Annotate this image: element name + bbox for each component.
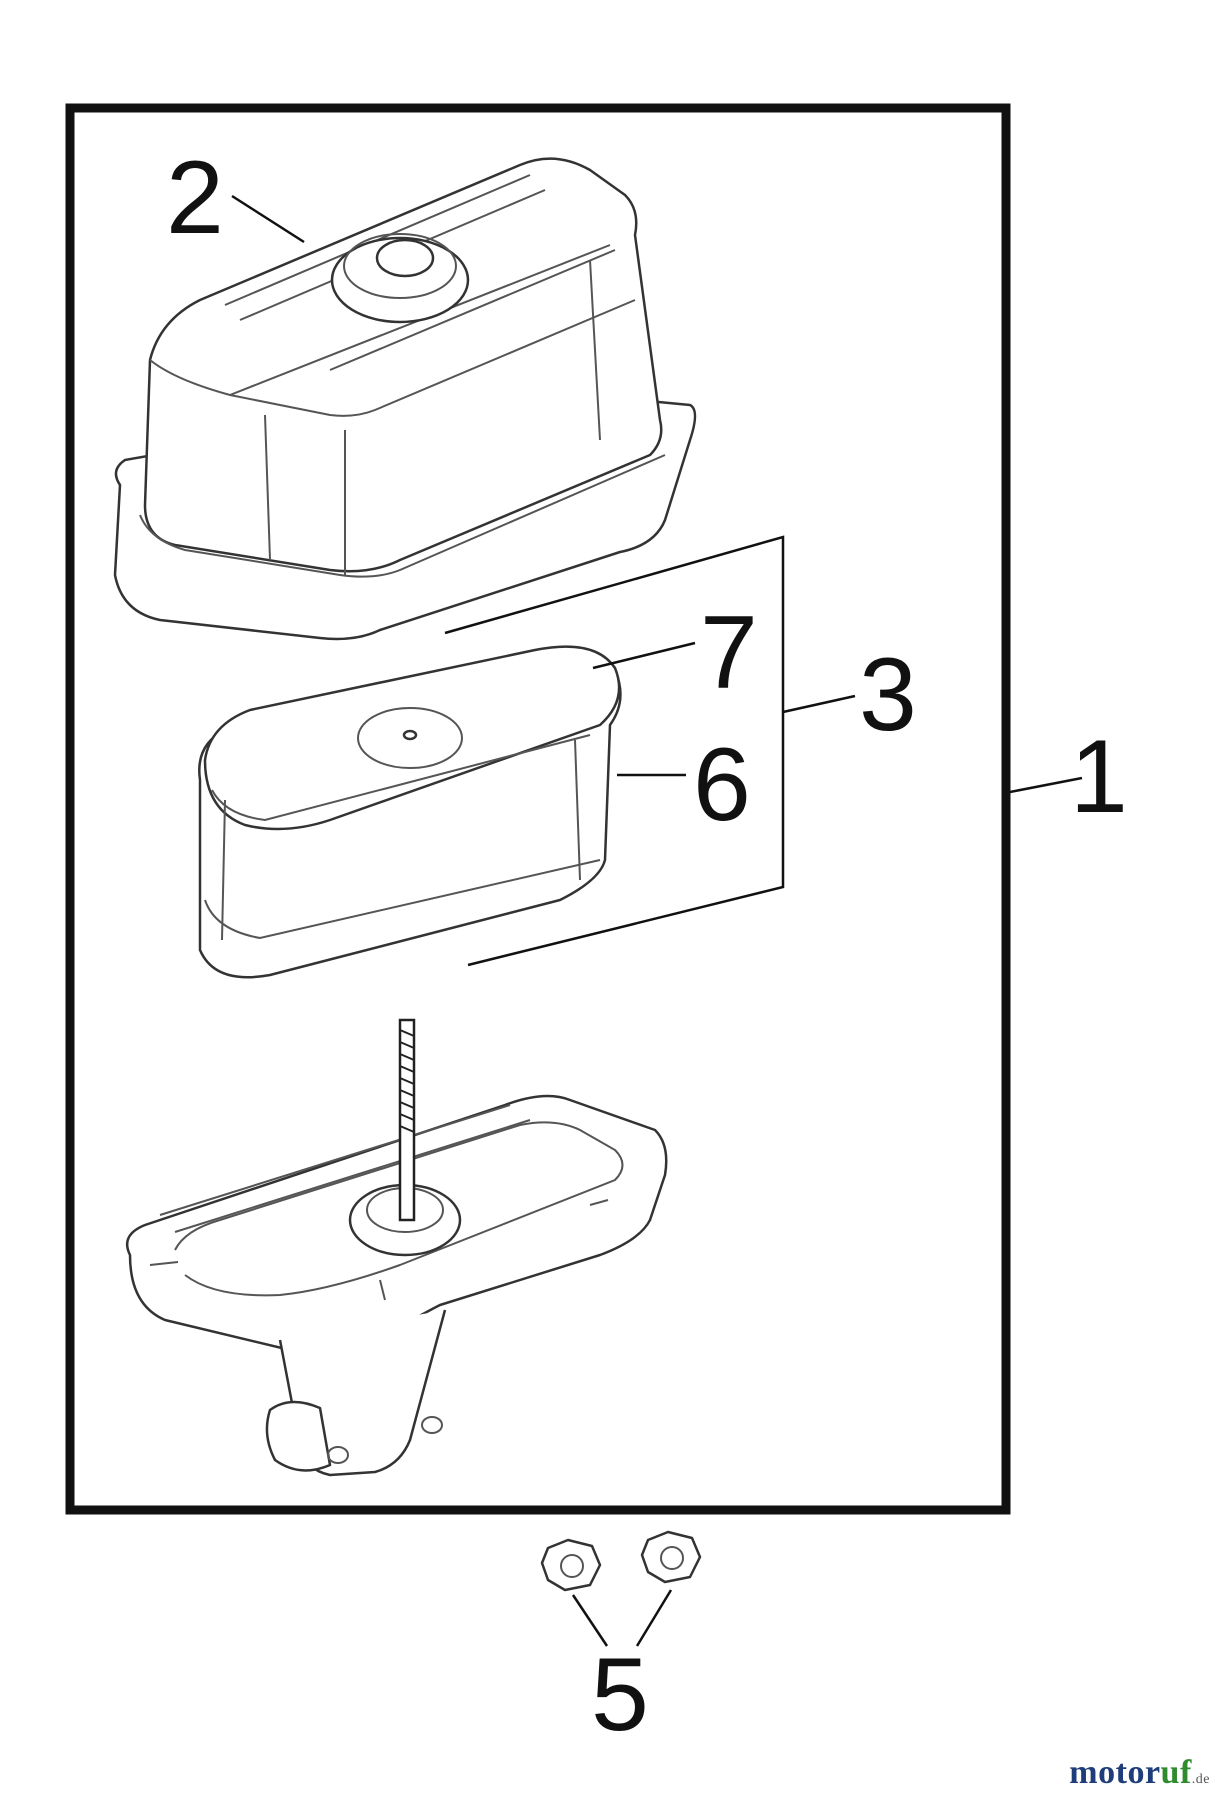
leader-nut-right	[635, 1589, 673, 1647]
assembly-frame	[65, 103, 1011, 1515]
callout-3: 3	[859, 637, 917, 753]
stud-bolt	[398, 1018, 416, 1222]
callout-6: 6	[693, 727, 751, 843]
watermark-logo: motoruf.de	[1069, 1754, 1210, 1792]
leader-assembly	[1009, 776, 1083, 794]
leader-filter-set	[782, 694, 856, 714]
air-filter-base	[125, 1094, 668, 1477]
callout-1: 1	[1070, 719, 1128, 835]
watermark-suffix: uf	[1160, 1754, 1192, 1791]
leader-nut-left	[571, 1594, 609, 1647]
watermark-main: motor	[1069, 1754, 1161, 1791]
callout-2: 2	[166, 140, 224, 256]
filter-center-hole	[357, 707, 463, 769]
callout-5: 5	[591, 1637, 649, 1753]
leader-filter-element	[592, 641, 696, 670]
callout-7: 7	[700, 595, 758, 711]
air-filter-cover	[113, 157, 697, 641]
air-filter-element	[198, 645, 622, 979]
leader-cover	[231, 194, 305, 244]
nut-right	[640, 1530, 702, 1584]
watermark-tld: .de	[1191, 1772, 1210, 1787]
nut-left	[540, 1538, 602, 1592]
